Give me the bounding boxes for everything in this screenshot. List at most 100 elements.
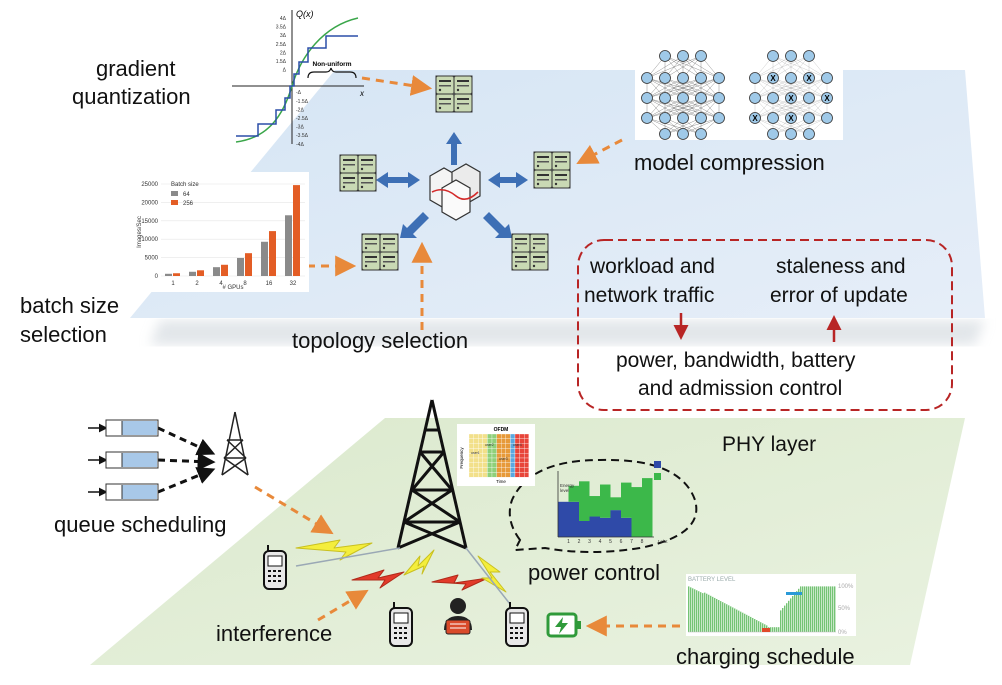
power-bar-blue bbox=[558, 501, 569, 537]
nn-node bbox=[695, 72, 707, 84]
batch-y-tick: 10000 bbox=[141, 237, 158, 243]
ofdm-cell bbox=[519, 453, 525, 459]
battery-bars bbox=[688, 586, 836, 632]
battery-bar bbox=[708, 594, 710, 632]
power-x-tick: 6 bbox=[620, 539, 623, 545]
ofdm-block-label: user2 bbox=[485, 443, 494, 447]
ofdm-cell bbox=[505, 433, 511, 439]
power-bar-green bbox=[642, 478, 653, 537]
battery-bar bbox=[804, 586, 806, 632]
batch-x-tick: 2 bbox=[195, 281, 199, 287]
battery-bar bbox=[814, 586, 816, 632]
ofdm-cell bbox=[491, 462, 497, 468]
quant-y-tick: 2Δ bbox=[280, 50, 287, 56]
battery-bar bbox=[810, 586, 812, 632]
power-x-label: t slot bbox=[658, 539, 668, 544]
label-power-bandwidth-line2: and admission control bbox=[638, 377, 843, 400]
battery-bar bbox=[830, 586, 832, 632]
power-bar-green bbox=[610, 497, 621, 511]
nn-node bbox=[785, 50, 797, 62]
nn-node bbox=[785, 92, 797, 104]
power-bar-green bbox=[589, 496, 600, 517]
quant-y-tick: 3Δ bbox=[280, 33, 287, 39]
battery-bar bbox=[744, 613, 746, 632]
nn-node bbox=[641, 112, 653, 124]
nn-node bbox=[767, 50, 779, 62]
nn-node bbox=[659, 92, 671, 104]
quant-y-tick: -3Δ bbox=[296, 125, 304, 131]
battery-bar bbox=[712, 596, 714, 632]
battery-bar bbox=[806, 586, 808, 632]
battery-bar bbox=[788, 600, 790, 632]
ofdm-cell bbox=[510, 467, 516, 473]
batch-bar-256 bbox=[221, 264, 228, 276]
arrow-queue-to-phone bbox=[254, 485, 334, 535]
ofdm-cell bbox=[468, 457, 474, 463]
nn-node bbox=[767, 112, 779, 124]
nn-node bbox=[659, 128, 671, 140]
batch-x-tick: 16 bbox=[266, 281, 273, 287]
arrow-compression-to-server bbox=[576, 138, 623, 164]
quant-y-tick: 4Δ bbox=[280, 16, 287, 22]
ofdm-cell bbox=[468, 433, 474, 439]
batch-legend-title: Batch size bbox=[171, 182, 199, 188]
ofdm-cell bbox=[505, 438, 511, 444]
ofdm-cell bbox=[478, 457, 483, 463]
battery-low-marker bbox=[762, 628, 770, 632]
ofdm-cell bbox=[496, 472, 502, 478]
battery-bar bbox=[696, 590, 698, 632]
nn-node bbox=[749, 92, 761, 104]
batch-bar-64 bbox=[237, 257, 244, 276]
label-charging-schedule: charging schedule bbox=[676, 644, 855, 669]
nn-node bbox=[713, 112, 725, 124]
arrow-quant-to-server bbox=[361, 75, 433, 96]
battery-bar bbox=[750, 616, 752, 632]
power-bars bbox=[558, 478, 653, 537]
ofdm-cell bbox=[524, 433, 529, 439]
nn-node bbox=[749, 112, 761, 124]
ofdm-cell bbox=[473, 472, 479, 478]
battery-bar bbox=[796, 591, 798, 632]
battery-bar bbox=[748, 615, 750, 632]
control-box bbox=[577, 239, 953, 411]
ofdm-cell bbox=[491, 448, 497, 454]
ofdm-cell bbox=[524, 462, 529, 468]
ofdm-cell bbox=[487, 457, 493, 463]
queue-buffer-1 bbox=[105, 419, 159, 437]
battery-bar bbox=[702, 593, 704, 632]
power-bubble bbox=[508, 458, 698, 553]
batch-x-tick: 1 bbox=[171, 281, 175, 287]
ofdm-cell bbox=[524, 448, 529, 454]
ofdm-cell bbox=[491, 433, 497, 439]
battery-bar bbox=[808, 586, 810, 632]
battery-charging-marker bbox=[786, 592, 802, 595]
quant-brace-label: Non-uniform bbox=[313, 61, 352, 68]
lightning-bolts bbox=[295, 539, 511, 605]
ofdm-cell bbox=[473, 467, 479, 473]
batch-x-tick: 32 bbox=[290, 281, 297, 287]
battery-bar bbox=[772, 627, 774, 632]
ofdm-cell bbox=[505, 472, 511, 478]
batch-x-tick: 8 bbox=[243, 281, 247, 287]
battery-bar bbox=[714, 597, 716, 632]
ofdm-cell bbox=[478, 433, 483, 439]
ofdm-cell bbox=[505, 467, 511, 473]
battery-bar bbox=[694, 589, 696, 632]
quant-y-tick: -Δ bbox=[296, 90, 302, 96]
batch-bar-64 bbox=[165, 273, 172, 276]
nn-node bbox=[713, 92, 725, 104]
nn-node bbox=[677, 50, 689, 62]
ofdm-cell bbox=[473, 438, 479, 444]
quant-y-tick: -2Δ bbox=[296, 107, 304, 113]
power-bar-blue bbox=[610, 510, 621, 537]
ofdm-cell bbox=[519, 448, 525, 454]
batch-bar-64 bbox=[213, 267, 220, 276]
battery-bar bbox=[792, 596, 794, 632]
battery-bar bbox=[756, 620, 758, 632]
bolt-yellow-right bbox=[477, 555, 507, 593]
ofdm-cell bbox=[487, 453, 493, 459]
nn-node bbox=[677, 128, 689, 140]
